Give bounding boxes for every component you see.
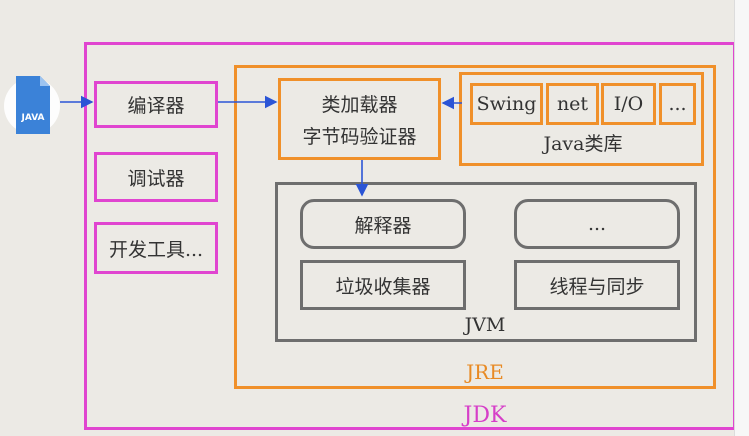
garbage-collector-box: 垃圾收集器	[300, 260, 466, 310]
classloader-box: 类加载器 字节码验证器	[278, 78, 441, 160]
thread-sync-box: 线程与同步	[514, 260, 680, 310]
jvm-more-box: ...	[514, 199, 680, 249]
jvm-box	[275, 182, 697, 342]
library-item-io: I/O	[601, 83, 656, 125]
right-edge-panel	[734, 0, 749, 436]
library-item-swing: Swing	[470, 83, 543, 125]
java-library-label: Java类库	[543, 132, 623, 155]
jre-box	[234, 65, 716, 389]
classloader-label: 类加载器	[321, 93, 398, 116]
interpreter-box: 解释器	[300, 199, 466, 249]
jre-label: JRE	[466, 360, 504, 384]
jdk-label: JDK	[463, 402, 507, 428]
jvm-label: JVM	[464, 314, 506, 336]
debugger-box: 调试器	[94, 152, 218, 202]
java-library-box	[459, 72, 704, 166]
java-file-label: JAVA	[21, 113, 45, 123]
bytecode-verifier-label: 字节码验证器	[302, 125, 417, 148]
library-item-more: ...	[659, 83, 696, 125]
library-item-net: net	[546, 83, 599, 125]
compiler-box: 编译器	[94, 81, 218, 128]
dev-tools-box: 开发工具...	[94, 222, 218, 274]
java-file-icon: JAVA	[4, 70, 60, 142]
